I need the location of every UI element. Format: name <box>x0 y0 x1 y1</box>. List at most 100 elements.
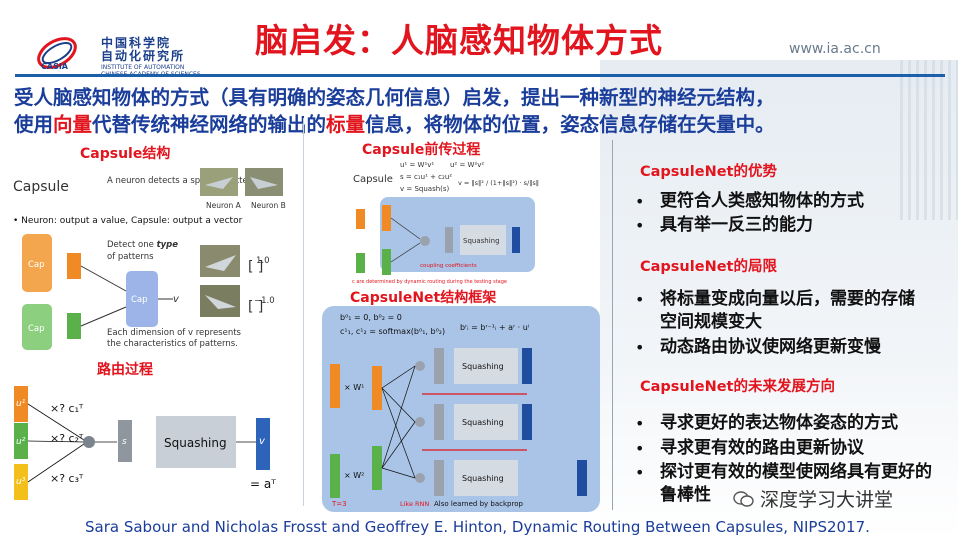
advantage-item-2: 具有举一反三的能力 <box>660 215 813 235</box>
svg-text:[ ]: [ ] <box>248 259 263 275</box>
detect-type: type <box>157 240 179 250</box>
routing-s-box <box>118 420 132 462</box>
framework-w1: × W¹ <box>344 383 364 392</box>
forward-coupling: coupling coefficients <box>420 263 477 269</box>
logo-chinese-name: 中国科学院 自动化研究所 <box>101 36 186 63</box>
watermark-text: 深度学习大讲堂 <box>760 489 894 511</box>
framework-backprop: Also learned by backprop <box>434 500 523 508</box>
forward-heading: Capsule <box>353 174 393 185</box>
forward-eq-4: v = Squash(s) <box>400 185 450 193</box>
neuron-detects-text: A neuron detects a specific pattern. <box>107 176 259 186</box>
right-column-divider <box>612 140 613 510</box>
limitation-item-2: 动态路由协议使网络更新变慢 <box>660 337 881 357</box>
routing-c2: ×? c₂ᵀ <box>50 432 84 445</box>
routing-u3: u³ <box>16 477 26 487</box>
cap-box-center <box>126 271 158 327</box>
bullet-dot: • <box>635 439 645 458</box>
site-url[interactable]: www.ia.ac.cn <box>789 41 881 57</box>
detect-text-2: of patterns <box>107 252 154 262</box>
vector-value-1: 1.0 <box>256 256 270 266</box>
intro-seg-e: 信息，将物体的位置，姿态信息存储在矢量中。 <box>365 113 775 136</box>
intro-text: 受人脑感知物体的方式（具有明确的姿态几何信息）启发，提出一种新型的神经元结构， … <box>14 84 954 138</box>
capsnet-framework-diagram: b⁰₁ = 0, b⁰₂ = 0 c¹₁, c¹₂ = softmax(b⁰₁,… <box>322 306 600 512</box>
bullet-dot: • <box>635 192 645 211</box>
cap-label-center: Cap <box>131 295 148 305</box>
label-capsule-structure: Capsule结构 <box>80 146 171 162</box>
cap-label-2: Cap <box>28 324 45 334</box>
framework-eq-2: c¹₁, c¹₂ = softmax(b⁰₁, b⁰₂) <box>340 327 445 336</box>
advantage-item-1: 更符合人类感知物体的方式 <box>660 191 864 211</box>
wechat-icon <box>733 491 754 507</box>
svg-text:Detect one type: Detect one type <box>107 240 178 250</box>
framework-eq-3: bʳᵢ = bʳ⁻¹ᵢ + aʳ · uⁱ <box>460 323 529 332</box>
routing-c1: ×? c₁ᵀ <box>50 402 84 415</box>
intro-vector-word: 向量 <box>53 113 93 136</box>
routing-v: v <box>259 436 266 447</box>
limitations-heading: CapsuleNet的局限 <box>640 259 777 275</box>
label-routing: 路由过程 <box>97 362 153 378</box>
forward-squash-eq: v = ‖s‖² / (1+‖s‖²) · s/‖s‖ <box>458 179 539 187</box>
advantages-heading: CapsuleNet的优势 <box>640 164 777 180</box>
future-heading: CapsuleNet的未来发展方向 <box>640 379 835 395</box>
capsule-structure-diagram: Capsule A neuron detects a specific patt… <box>8 163 298 358</box>
cap-label-1: Cap <box>28 260 45 270</box>
paper-citation: Sara Sabour and Nicholas Frosst and Geof… <box>85 518 870 536</box>
forward-eq-1: u¹ = W¹v¹ <box>400 161 434 169</box>
label-capsnet-framework: CapsuleNet结构框架 <box>350 290 497 306</box>
forward-squashing-label: Squashing <box>463 237 500 245</box>
framework-w2: × W² <box>344 471 364 480</box>
capsule-heading: Capsule <box>13 179 69 195</box>
intro-line-1: 受人脑感知物体的方式（具有明确的姿态几何信息）启发，提出一种新型的神经元结构， <box>14 86 775 109</box>
neuron-capsule-bullet: • Neuron: output a value, Capsule: outpu… <box>13 216 243 226</box>
routing-squashing: Squashing <box>164 436 227 450</box>
vector-value-2: −1.0 <box>254 296 275 306</box>
forward-eq-2: u² = W²v² <box>450 161 484 169</box>
intro-line-2: 使用向量代替传统神经网络的输出的标量信息，将物体的位置，姿态信息存储在矢量中。 <box>14 111 954 138</box>
intro-scalar-word: 标量 <box>326 113 366 136</box>
framework-like-rnn: Like RNN <box>400 500 429 508</box>
routing-v-box <box>256 418 270 470</box>
limitation-item-1: 将标量变成向量以后，需要的存储空间规模变大 <box>660 289 915 332</box>
routing-u2: u² <box>16 437 26 447</box>
casia-logo: CASIA 中国科学院 自动化研究所 INSTITUTE OF AUTOMATI… <box>35 33 235 78</box>
svg-text:Squashing: Squashing <box>462 474 504 483</box>
slide-title: 脑启发：人脑感知物体方式 <box>255 21 663 60</box>
intro-seg-a: 使用 <box>14 113 54 136</box>
detect-text-1: Detect one <box>107 240 154 250</box>
neuron-a-label: Neuron A <box>206 201 242 210</box>
cap-box-orange <box>22 234 52 292</box>
framework-eq-1: b⁰₁ = 0, b⁰₂ = 0 <box>340 313 402 322</box>
v-label: v <box>173 294 180 305</box>
framework-t3: T=3 <box>331 500 347 508</box>
svg-text:Squashing: Squashing <box>462 418 504 427</box>
bullet-dot: • <box>635 463 645 482</box>
logo-mark-text: CASIA <box>41 62 69 71</box>
future-item-3: 探讨更有效的模型使网络具有更好的鲁棒性 <box>660 462 932 505</box>
svg-text:[ ]: [ ] <box>248 299 263 315</box>
future-item-1: 寻求更好的表达物体姿态的方式 <box>660 413 898 433</box>
column-divider <box>303 118 304 506</box>
future-item-2: 寻求更有效的路由更新协议 <box>660 438 864 458</box>
svg-text:Squashing: Squashing <box>462 362 504 371</box>
bird-image-1 <box>200 245 240 277</box>
each-dimension-2: the characteristics of patterns. <box>107 339 238 349</box>
intro-seg-c: 代替传统神经网络的输出的 <box>92 113 327 136</box>
bullet-dot: • <box>635 216 645 235</box>
background-city-image <box>600 60 958 540</box>
cap-box-green <box>22 304 52 350</box>
routing-u1: u¹ <box>16 399 26 409</box>
forward-bg <box>380 197 535 272</box>
neuron-b-label: Neuron B <box>251 201 286 210</box>
bullet-dot: • <box>635 338 645 357</box>
capsule-forward-diagram: Capsule u¹ = W¹v¹ u² = W²v² s = c₁u¹ + c… <box>350 157 600 285</box>
forward-note: c are determined by dynamic routing duri… <box>352 279 507 285</box>
routing-eq: = aᵀ <box>250 477 276 491</box>
forward-squashing-box <box>460 225 506 255</box>
bullet-dot: • <box>635 290 645 309</box>
forward-eq-3: s = c₁u¹ + c₂u² <box>400 173 452 181</box>
routing-squashing-box <box>156 416 236 468</box>
bullet-dot: • <box>635 414 645 433</box>
framework-rows: Squashing Squashing Squashing <box>381 348 587 496</box>
each-dimension-1: Each dimension of v represents <box>107 328 242 338</box>
routing-s: s <box>122 437 127 447</box>
